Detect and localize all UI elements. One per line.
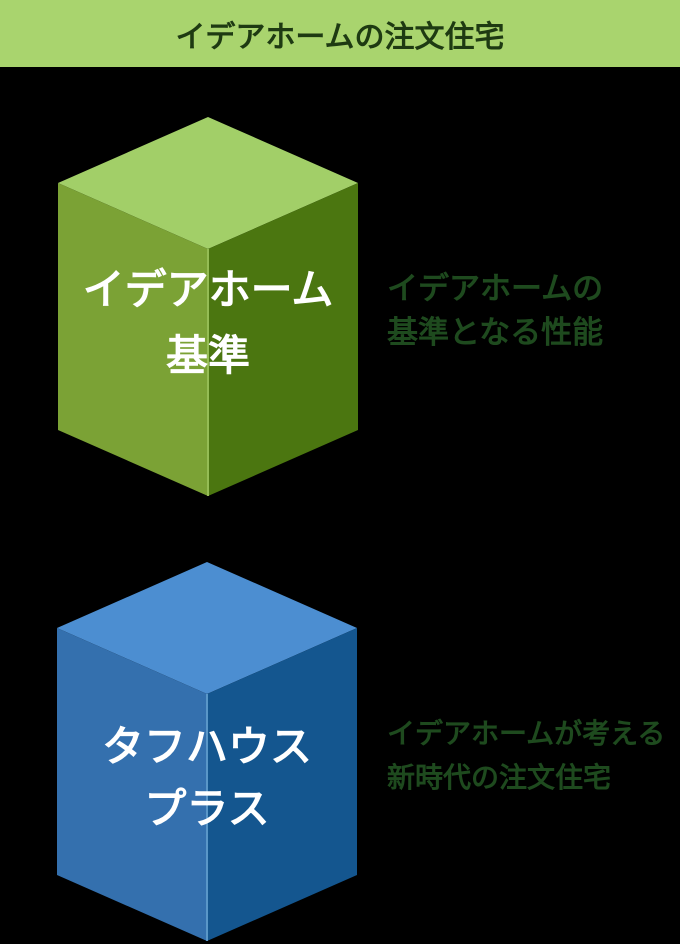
blue-cube-annotation: イデアホームが考える 新時代の注文住宅 — [387, 712, 665, 800]
green-cube-graphic — [58, 117, 358, 496]
green-cube-annotation-line1: イデアホームの — [387, 271, 604, 306]
blue-cube-annotation-line1: イデアホームが考える — [387, 718, 666, 749]
blue-cube-annotation-line2: 新時代の注文住宅 — [387, 762, 612, 793]
green-cube-left-face — [58, 183, 208, 496]
blue-cube-right-face — [207, 628, 357, 941]
page-title: イデアホームの注文住宅 — [175, 20, 505, 54]
blue-cube-left-face — [57, 628, 207, 941]
header-bar: イデアホームの注文住宅 — [0, 0, 680, 67]
green-cube-right-face — [208, 183, 358, 496]
green-cube-annotation: イデアホームの 基準となる性能 — [387, 267, 603, 355]
green-cube-annotation-line2: 基準となる性能 — [387, 315, 604, 350]
blue-cube-graphic — [57, 562, 357, 941]
